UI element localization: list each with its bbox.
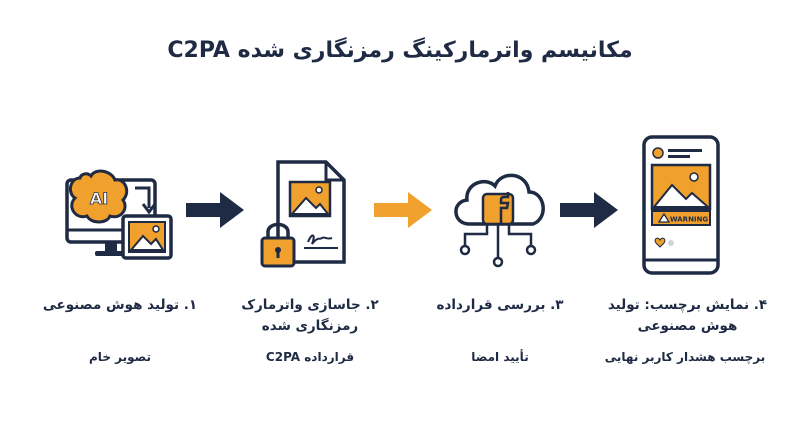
step-1-label: ۱. تولید هوش مصنوعی — [42, 297, 198, 313]
step-3-sub: تأیید امضا — [471, 350, 529, 364]
arrow-right-icon — [186, 192, 244, 228]
warning-text: WARNING — [670, 216, 709, 224]
arrow-right-icon — [560, 192, 618, 228]
step-1-sub: تصویر خام — [89, 350, 151, 364]
diagram-title: مکانیسم واترمارکینگ رمزنگاری شده C2PA — [167, 38, 633, 63]
ai-brain-monitor-icon: AI — [65, 169, 173, 260]
step-4-label: ۴. نمایش برچسب: تولید هوش مصنوعی — [607, 297, 768, 334]
step-3-label: ۳. بررسی قرارداده — [436, 297, 564, 313]
step-2-label: ۲. جاسازی واترمارک رمزنگاری شده — [241, 297, 379, 334]
step-2-sub: قرارداده C2PA — [265, 350, 355, 364]
arrow-right-icon — [374, 192, 432, 228]
step-4-sub: برچسب هشدار کاربر نهایی — [604, 350, 766, 364]
signed-document-lock-icon — [260, 160, 346, 268]
cloud-facebook-icon — [454, 173, 545, 268]
phone-warning-icon: WARNING — [642, 135, 720, 275]
ai-text: AI — [90, 189, 108, 208]
